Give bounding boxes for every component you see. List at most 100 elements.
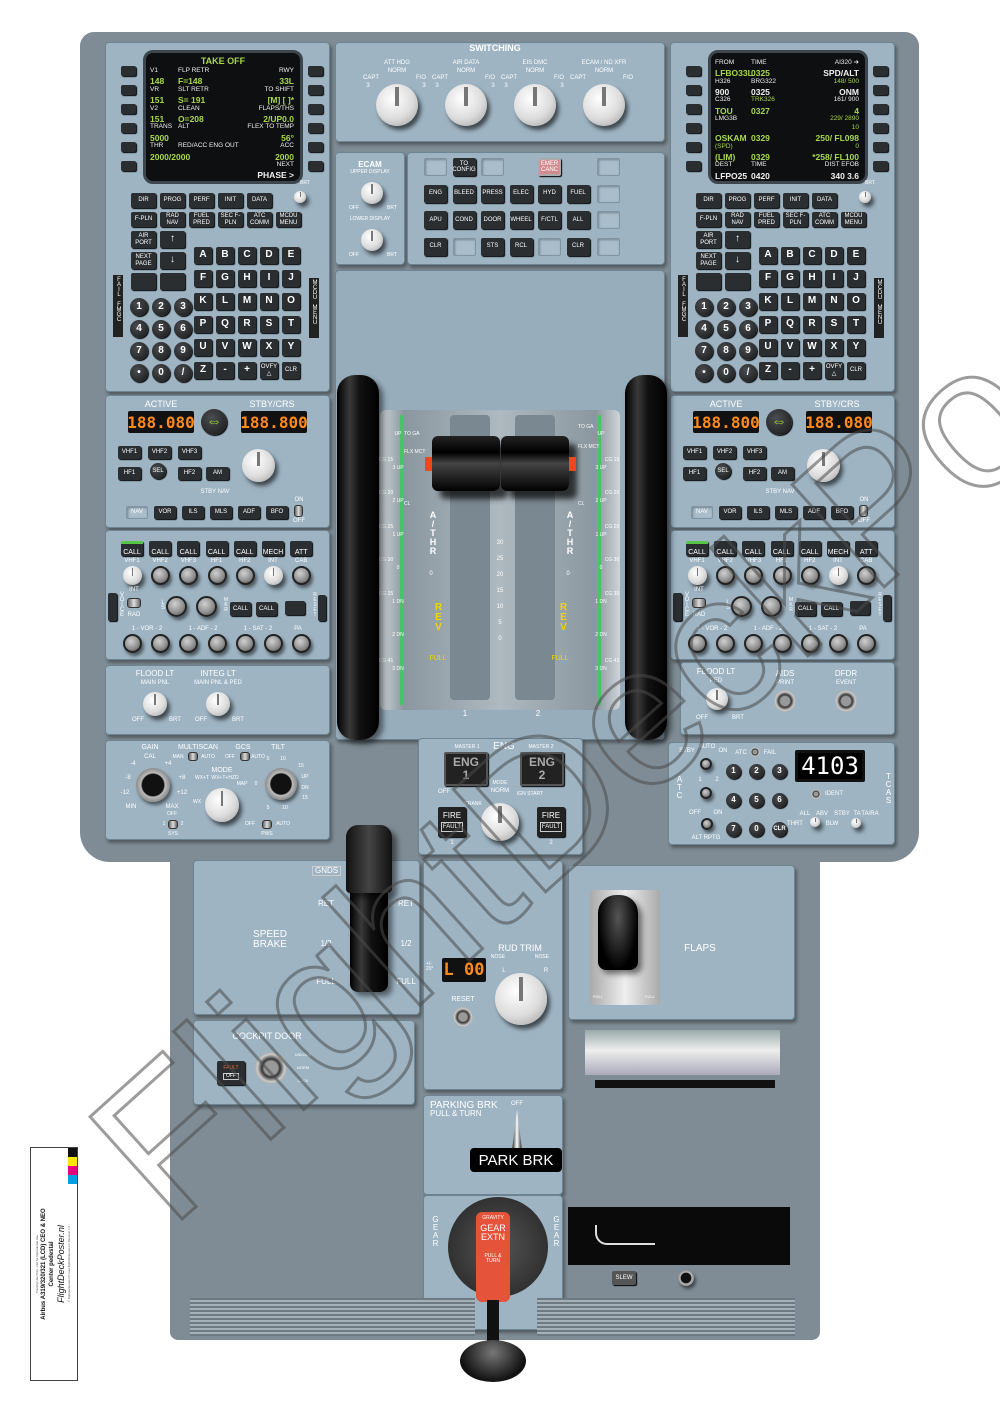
mcdu-key-D[interactable]: D bbox=[825, 247, 843, 264]
switching-selector-knob[interactable] bbox=[583, 84, 625, 126]
pitch-trim-wheel-right[interactable] bbox=[625, 375, 667, 740]
mcdu-key-f-pln[interactable]: F-PLN bbox=[131, 212, 156, 227]
mcdu-nav-key[interactable]: NEXT PAGE bbox=[696, 252, 721, 269]
switching-selector-knob[interactable] bbox=[445, 84, 487, 126]
ecam-key-f-ctl[interactable]: F/CTL bbox=[538, 211, 561, 229]
mcdu-nav-key[interactable]: ↑ bbox=[725, 231, 750, 248]
acp-nav-volume-knob[interactable] bbox=[207, 634, 227, 653]
int-rad-switch[interactable] bbox=[127, 598, 141, 608]
atc-key-3[interactable]: 3 bbox=[772, 764, 787, 779]
mcdu-key-rad-nav[interactable]: RAD NAV bbox=[725, 212, 750, 227]
multiscan-switch[interactable] bbox=[188, 752, 198, 761]
acp-call-key[interactable]: CALL bbox=[230, 602, 251, 616]
mcdu-key-data[interactable]: DATA bbox=[812, 193, 837, 208]
mcdu-nav-key[interactable]: AIR PORT bbox=[131, 231, 156, 248]
acp-call-key[interactable]: CALL bbox=[821, 602, 842, 616]
mcdu-key-A[interactable]: A bbox=[759, 247, 777, 264]
ecam-key-to-config[interactable]: TO CONFIG bbox=[452, 158, 476, 176]
acp-volume-knob[interactable] bbox=[800, 566, 820, 585]
ecam-key-press[interactable]: PRESS bbox=[481, 184, 504, 203]
mcdu-key-mcdu-menu[interactable]: MCDU MENU bbox=[841, 212, 866, 227]
mcdu-nav-key[interactable]: NEXT PAGE bbox=[131, 252, 156, 269]
rmp-bfo-button[interactable]: BFO bbox=[831, 506, 853, 519]
line-select-key-left-5[interactable] bbox=[686, 142, 701, 152]
acp-volume-knob[interactable] bbox=[772, 566, 792, 585]
line-select-key-left-2[interactable] bbox=[686, 85, 701, 95]
rmp-frequency-knob[interactable] bbox=[242, 449, 275, 482]
mcdu-key-Q[interactable]: Q bbox=[781, 316, 799, 333]
mcdu-key-atc-comm[interactable]: ATC COMM bbox=[812, 212, 837, 227]
cockpit-door-switch[interactable] bbox=[255, 1052, 287, 1084]
line-select-key-right-4[interactable] bbox=[308, 123, 323, 133]
atc-key-0[interactable]: 0 bbox=[749, 822, 764, 837]
engine-mode-selector[interactable] bbox=[481, 803, 519, 841]
park-brake-handle-stem[interactable] bbox=[512, 1110, 522, 1150]
atc-key-1[interactable]: 1 bbox=[726, 764, 741, 779]
rmp-sel-button[interactable]: SEL bbox=[150, 463, 166, 479]
mcdu-brightness-knob[interactable] bbox=[859, 191, 871, 203]
athr-disconnect-right[interactable] bbox=[569, 457, 576, 471]
line-select-key-left-4[interactable] bbox=[121, 123, 136, 133]
acp-volume-knob[interactable] bbox=[123, 566, 142, 585]
speed-brake-handle[interactable] bbox=[346, 825, 392, 893]
mcdu-key-Y[interactable]: Y bbox=[282, 339, 300, 356]
atc-key-5[interactable]: 5 bbox=[749, 793, 764, 808]
mcdu-key-digit[interactable]: 2 bbox=[717, 298, 735, 316]
mcdu-key-perf[interactable]: PERF bbox=[189, 193, 214, 208]
line-select-key-left-6[interactable] bbox=[686, 161, 701, 171]
acp-volume-knob[interactable] bbox=[264, 566, 283, 585]
acp-nav-volume-knob[interactable] bbox=[744, 634, 764, 653]
acp-call-key[interactable]: CALL bbox=[149, 541, 172, 556]
mcdu-key-atc-comm[interactable]: ATC COMM bbox=[247, 212, 272, 227]
ecam-key-cond[interactable]: COND bbox=[452, 211, 476, 229]
rmp-nav-button[interactable]: NAV bbox=[691, 506, 713, 519]
mcdu-key-K[interactable]: K bbox=[759, 293, 777, 310]
rmp-vhf1-button[interactable]: VHF1 bbox=[683, 446, 706, 459]
rmp-vhf1-button[interactable]: VHF1 bbox=[118, 446, 141, 459]
alt-rptg-selector[interactable] bbox=[701, 818, 713, 830]
mcdu-key--[interactable]: - bbox=[781, 362, 799, 379]
ls-knob[interactable] bbox=[166, 596, 187, 617]
mcdu-key-digit[interactable]: 4 bbox=[695, 320, 713, 338]
acp-nav-volume-knob[interactable] bbox=[235, 634, 255, 653]
dfdr-event-button[interactable] bbox=[835, 690, 857, 712]
line-select-key-right-6[interactable] bbox=[873, 161, 888, 171]
mcdu-key-digit[interactable]: 8 bbox=[717, 342, 735, 360]
mcdu-key-J[interactable]: J bbox=[847, 270, 865, 287]
ecam-key-blank[interactable] bbox=[597, 211, 620, 229]
mcdu-key-perf[interactable]: PERF bbox=[754, 193, 779, 208]
mcdu-key-M[interactable]: M bbox=[238, 293, 256, 310]
acp-volume-knob[interactable] bbox=[829, 566, 848, 585]
line-select-key-left-1[interactable] bbox=[686, 66, 701, 76]
acp-volume-knob[interactable] bbox=[857, 566, 877, 585]
mcdu-key-sec-f-pln[interactable]: SEC F-PLN bbox=[783, 212, 808, 227]
mcdu-key-S[interactable]: S bbox=[260, 316, 278, 333]
rmp-vhf3-button[interactable]: VHF3 bbox=[178, 446, 201, 459]
mcdu-key-init[interactable]: INIT bbox=[218, 193, 243, 208]
atc-key-4[interactable]: 4 bbox=[726, 793, 741, 808]
mcdu-key-prog[interactable]: PROG bbox=[160, 193, 185, 208]
mcdu-key-M[interactable]: M bbox=[803, 293, 821, 310]
acp-call-key[interactable]: CALL bbox=[714, 541, 737, 556]
ls-knob[interactable] bbox=[731, 596, 752, 617]
pws-switch[interactable] bbox=[262, 820, 272, 829]
rmp-power-switch[interactable] bbox=[859, 505, 868, 517]
rmp-vhf3-button[interactable]: VHF3 bbox=[743, 446, 766, 459]
mcdu-nav-key[interactable] bbox=[696, 273, 721, 290]
mcdu-key-I[interactable]: I bbox=[825, 270, 843, 287]
aids-print-button[interactable] bbox=[774, 690, 796, 712]
mcdu-key-R[interactable]: R bbox=[238, 316, 256, 333]
mcdu-key-f-pln[interactable]: F-PLN bbox=[696, 212, 721, 227]
mcdu-key-L[interactable]: L bbox=[216, 293, 234, 310]
line-select-key-right-5[interactable] bbox=[308, 142, 323, 152]
ecam-key-apu[interactable]: APU bbox=[424, 211, 447, 229]
line-select-key-right-3[interactable] bbox=[873, 104, 888, 114]
mcdu-key-dir[interactable]: DIR bbox=[696, 193, 721, 208]
thrust-lever-2[interactable] bbox=[501, 436, 569, 491]
rudder-trim-reset-button[interactable] bbox=[453, 1007, 473, 1027]
ecam-key-sts[interactable]: STS bbox=[481, 237, 504, 256]
mcdu-key-mcdu-menu[interactable]: MCDU MENU bbox=[276, 212, 301, 227]
mcdu-key-fuel-pred[interactable]: FUEL PRED bbox=[754, 212, 779, 227]
mcdu-key-L[interactable]: L bbox=[781, 293, 799, 310]
flood-lt-ped-knob[interactable] bbox=[706, 688, 728, 710]
